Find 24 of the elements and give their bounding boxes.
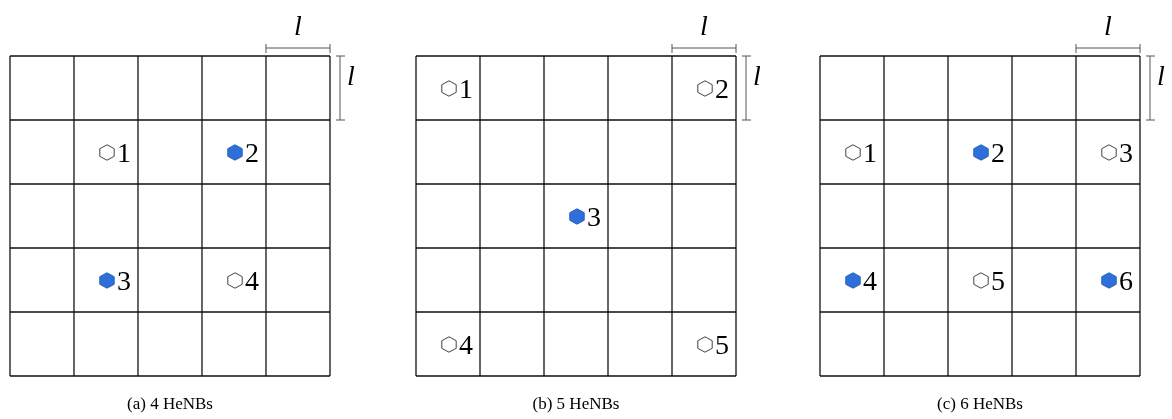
dimension-label: l bbox=[700, 12, 708, 40]
callout-number: 1 bbox=[459, 75, 473, 103]
callout-number: 3 bbox=[117, 267, 131, 295]
figure-caption: (b) 5 HeNBs bbox=[531, 394, 621, 414]
callout-number: 2 bbox=[245, 139, 259, 167]
dimension-label: l bbox=[753, 62, 761, 90]
callout-number: 6 bbox=[1119, 267, 1133, 295]
callout-number: 1 bbox=[863, 139, 877, 167]
callout-number: 5 bbox=[715, 331, 729, 359]
callout-number: 3 bbox=[1119, 139, 1133, 167]
figure-caption: (c) 6 HeNBs bbox=[936, 394, 1024, 414]
callout-number: 4 bbox=[245, 267, 259, 295]
callout-number: 4 bbox=[863, 267, 877, 295]
callout-number: 5 bbox=[991, 267, 1005, 295]
callout-number: 4 bbox=[459, 331, 473, 359]
dimension-label: l bbox=[1104, 12, 1112, 40]
dimension-label: l bbox=[347, 62, 355, 90]
dimension-label: l bbox=[1157, 62, 1165, 90]
callout-number: 2 bbox=[991, 139, 1005, 167]
callout-number: 1 bbox=[117, 139, 131, 167]
figure-caption: (a) 4 HeNBs bbox=[126, 394, 214, 414]
callout-number: 2 bbox=[715, 75, 729, 103]
dimension-label: l bbox=[294, 12, 302, 40]
callout-number: 3 bbox=[587, 203, 601, 231]
